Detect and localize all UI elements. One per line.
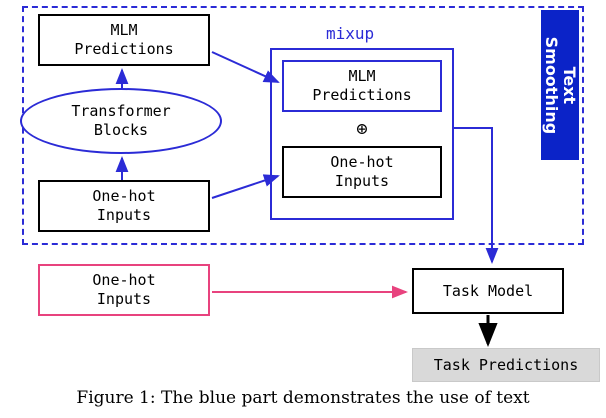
node-task-predictions-label: Task Predictions [433, 355, 579, 374]
node-transformer-blocks: Transformer Blocks [20, 88, 222, 154]
node-mlm-predictions-mixup-label: MLM Predictions [312, 67, 412, 104]
node-mlm-predictions-mixup: MLM Predictions [282, 60, 442, 112]
node-onehot-inputs-mixup: One-hot Inputs [282, 146, 442, 198]
node-task-model: Task Model [412, 268, 564, 314]
node-mlm-predictions-top: MLM Predictions [38, 14, 210, 66]
text-smoothing-label: Text Smoothing [541, 10, 579, 160]
figure-caption: Figure 1: The blue part demonstrates the… [76, 388, 530, 408]
node-onehot-inputs-top-label: One-hot Inputs [92, 187, 156, 224]
mixup-label: mixup [326, 24, 375, 43]
node-onehot-inputs-bottom: One-hot Inputs [38, 264, 210, 316]
node-transformer-blocks-label: Transformer Blocks [71, 102, 171, 139]
node-mlm-predictions-top-label: MLM Predictions [74, 21, 174, 58]
plus-circle-icon: ⊕ [356, 118, 368, 140]
node-task-model-label: Task Model [442, 281, 534, 300]
node-onehot-inputs-top: One-hot Inputs [38, 180, 210, 232]
text-smoothing-label-text: Text Smoothing [542, 36, 580, 134]
node-task-predictions: Task Predictions [412, 348, 600, 382]
node-onehot-inputs-bottom-label: One-hot Inputs [92, 271, 156, 308]
node-onehot-inputs-mixup-label: One-hot Inputs [330, 153, 394, 190]
